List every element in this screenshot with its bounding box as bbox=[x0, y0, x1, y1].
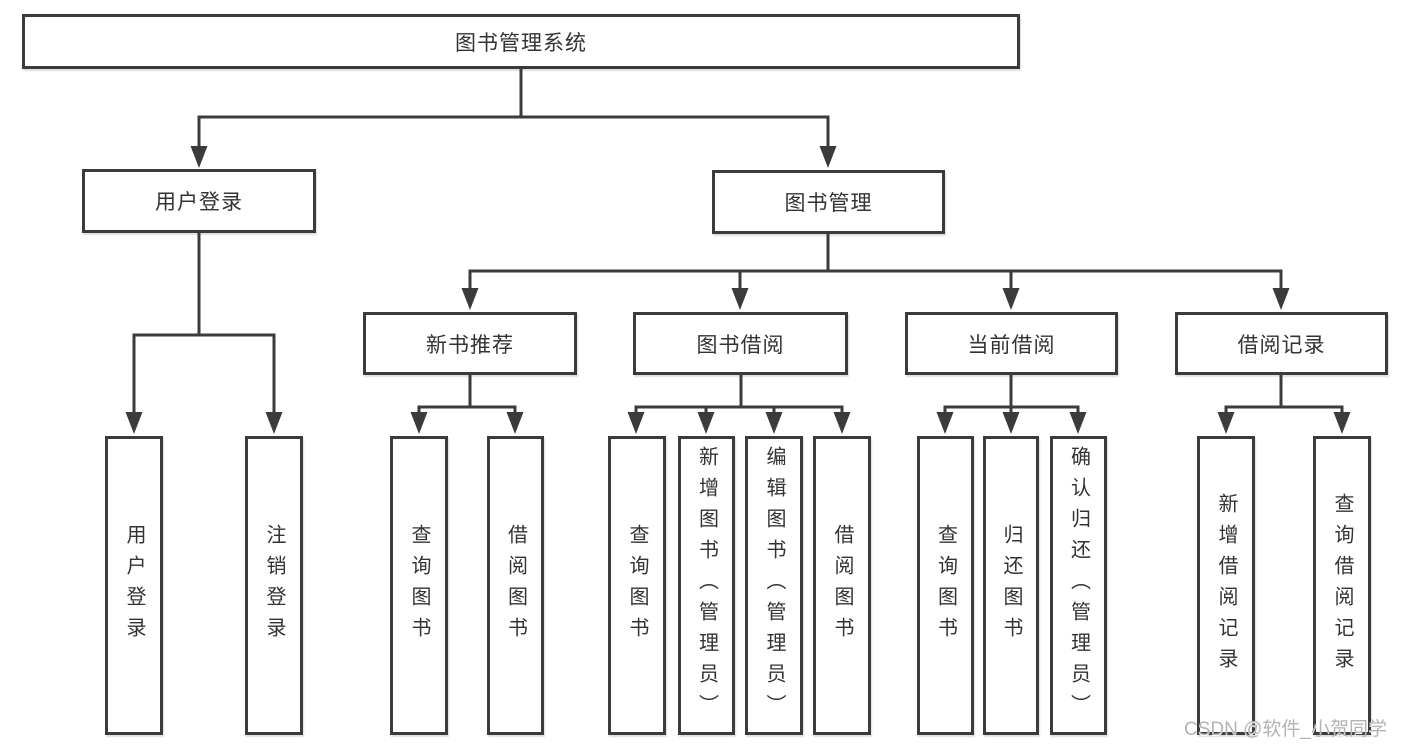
leaf-user-login-label: 用户登录 bbox=[123, 523, 145, 648]
leaf-borrow-edit-book-admin: 编辑图书（管理员） bbox=[745, 436, 803, 735]
leaf-borrow-query-book: 查询图书 bbox=[608, 436, 666, 735]
arrowhead-icon bbox=[265, 412, 283, 434]
node-user-login: 用户登录 bbox=[82, 169, 316, 233]
node-current-borrow: 当前借阅 bbox=[905, 312, 1118, 375]
leaf-newbook-query-book-label: 查询图书 bbox=[408, 523, 430, 648]
node-user-login-label: 用户登录 bbox=[155, 191, 243, 214]
node-book-borrow-label: 图书借阅 bbox=[696, 333, 785, 357]
arrowhead-icon bbox=[1217, 412, 1235, 434]
leaf-newbook-borrow-book-label: 借阅图书 bbox=[504, 523, 527, 648]
connector-path bbox=[132, 66, 1344, 418]
arrowhead-icon bbox=[1002, 412, 1020, 434]
node-current-borrow-label: 当前借阅 bbox=[967, 333, 1056, 357]
node-borrow-record: 借阅记录 bbox=[1175, 312, 1388, 375]
node-new-book-recommend: 新书推荐 bbox=[363, 312, 577, 375]
node-book-management-label: 图书管理 bbox=[784, 192, 873, 215]
leaf-user-login: 用户登录 bbox=[105, 436, 163, 735]
arrowhead-icon bbox=[936, 412, 954, 434]
arrowhead-icon bbox=[697, 412, 715, 434]
leaf-current-return-book: 归还图书 bbox=[983, 436, 1039, 735]
arrowhead-icon bbox=[819, 146, 837, 168]
leaf-logout-login-label: 注销登录 bbox=[263, 523, 285, 648]
leaf-logout-login: 注销登录 bbox=[245, 436, 303, 735]
arrowhead-icon bbox=[506, 412, 524, 434]
node-new-book-recommend-label: 新书推荐 bbox=[426, 333, 514, 357]
leaf-newbook-query-book: 查询图书 bbox=[390, 436, 448, 735]
leaf-current-query-book-label: 查询图书 bbox=[934, 523, 957, 648]
arrowhead-icon bbox=[461, 288, 479, 310]
leaf-borrow-edit-book-admin-label: 编辑图书（管理员） bbox=[763, 446, 785, 725]
arrowhead-icon bbox=[190, 146, 208, 168]
node-book-management: 图书管理 bbox=[712, 170, 945, 234]
leaf-current-query-book: 查询图书 bbox=[917, 436, 974, 735]
leaf-current-confirm-return-admin-label: 确认归还（管理员） bbox=[1067, 446, 1090, 725]
arrowhead-icon bbox=[1272, 288, 1290, 310]
leaf-newbook-borrow-book: 借阅图书 bbox=[487, 436, 544, 735]
node-book-borrow: 图书借阅 bbox=[633, 312, 848, 375]
leaf-record-query-record-label: 查询借阅记录 bbox=[1331, 492, 1353, 679]
arrowhead-icon bbox=[125, 412, 143, 434]
node-root-label: 图书管理系统 bbox=[455, 31, 587, 55]
leaf-record-query-record: 查询借阅记录 bbox=[1313, 436, 1371, 735]
leaf-current-confirm-return-admin: 确认归还（管理员） bbox=[1050, 436, 1107, 735]
arrowhead-icon bbox=[1069, 412, 1087, 434]
arrowhead-icon bbox=[1333, 412, 1351, 434]
arrowhead-icon bbox=[765, 412, 783, 434]
leaf-borrow-add-book-admin: 新增图书（管理员） bbox=[678, 436, 735, 735]
node-borrow-record-label: 借阅记录 bbox=[1237, 333, 1326, 357]
arrowhead-icon bbox=[731, 288, 749, 310]
leaf-record-add-record-label: 新增借阅记录 bbox=[1215, 492, 1237, 679]
csdn-watermark: CSDN @软件_小贺同学 bbox=[1184, 719, 1387, 740]
arrowhead-icons bbox=[125, 146, 1351, 434]
leaf-record-add-record: 新增借阅记录 bbox=[1197, 436, 1255, 735]
node-root: 图书管理系统 bbox=[22, 14, 1020, 69]
arrowhead-icon bbox=[1002, 288, 1020, 310]
arrowhead-icon bbox=[833, 412, 851, 434]
leaf-borrow-borrow-book: 借阅图书 bbox=[813, 436, 871, 735]
arrowhead-icon bbox=[410, 412, 428, 434]
leaf-borrow-query-book-label: 查询图书 bbox=[626, 523, 648, 648]
leaf-borrow-borrow-book-label: 借阅图书 bbox=[831, 523, 853, 648]
leaf-borrow-add-book-admin-label: 新增图书（管理员） bbox=[695, 446, 718, 725]
arrowhead-icon bbox=[627, 412, 645, 434]
leaf-current-return-book-label: 归还图书 bbox=[1000, 523, 1022, 648]
